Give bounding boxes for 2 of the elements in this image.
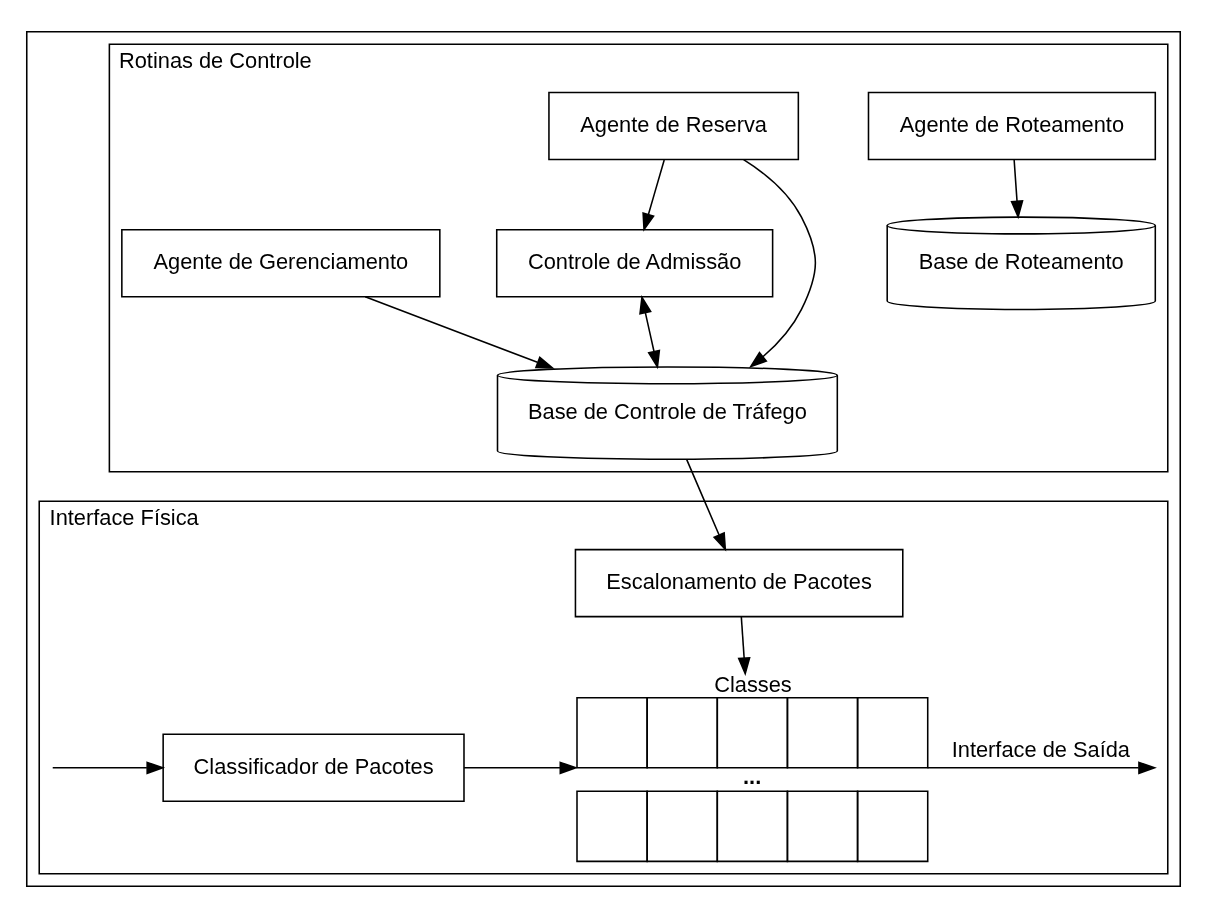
node-label: Classes (714, 671, 792, 697)
edge-label: Interface de Saída (951, 737, 1130, 763)
